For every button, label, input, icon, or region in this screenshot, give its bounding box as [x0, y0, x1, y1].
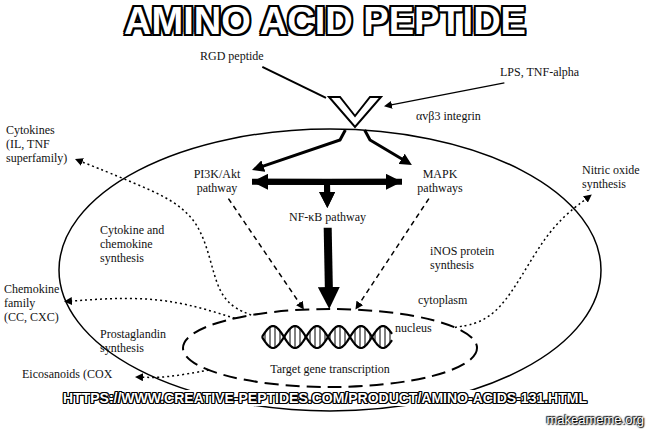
node-label: MAPK pathways	[405, 168, 475, 196]
process-label: Prostaglandin synthesis	[100, 328, 178, 356]
pathway-label: NF-κB pathway	[280, 211, 375, 225]
dna-rung	[325, 332, 326, 341]
caption-row: HTTPS://WWW.CREATIVE-PEPTIDES.COM/PRODUC…	[0, 389, 650, 407]
signal-arrow	[327, 182, 402, 199]
product-label: Cytokines (IL, TNF superfamily)	[6, 124, 72, 165]
dna-rung	[275, 326, 276, 347]
dna-rung	[340, 326, 341, 348]
dna-rung	[290, 329, 291, 346]
dna-rung	[285, 335, 286, 338]
pathway-label: MAPK pathways	[405, 168, 475, 196]
stimulus-label: LPS, TNF-alpha	[500, 66, 610, 80]
process-label: iNOS protein synthesis	[430, 245, 505, 273]
dna-rung	[310, 331, 311, 343]
pathway-label: PI3K/Akt pathway	[185, 168, 249, 196]
process-label: Target gene transcription	[182, 363, 478, 377]
meme-caption: HTTPS://WWW.CREATIVE-PEPTIDES.COM/PRODUC…	[59, 390, 591, 406]
dna-rung	[385, 326, 386, 347]
node-label: LPS, TNF-alpha	[500, 66, 610, 80]
meme-title: AMINO ACID PEPTIDE	[0, 2, 650, 40]
watermark: makeameme.org	[546, 412, 644, 428]
node-label: RGD peptide	[200, 50, 284, 64]
product-label: Eicosanoids (COX	[22, 368, 132, 382]
node-label: Eicosanoids (COX	[22, 368, 132, 382]
dna-rung	[380, 327, 381, 347]
integrin-receptor-shape	[328, 96, 382, 128]
node-label: iNOS protein synthesis	[430, 245, 505, 273]
cell-outline: cytoplasm PI3K/Akt pathway MAPK pathwaysNF…	[58, 128, 602, 412]
node-label: Cytokines (IL, TNF superfamily)	[6, 124, 72, 165]
dna-rung	[295, 326, 296, 348]
receptor-outline	[329, 97, 381, 127]
dna-rung	[365, 328, 366, 347]
node-label: Nitric oxide synthesis	[582, 164, 646, 192]
signal-arrow-dashed	[69, 298, 235, 318]
dna-rung	[390, 331, 391, 343]
signal-arrow-dashed	[79, 161, 251, 315]
watermark-text: makeameme.org	[546, 412, 644, 427]
dna-strand	[262, 326, 392, 348]
dna-rung	[265, 332, 266, 341]
ligand-label: RGD peptide	[200, 50, 284, 64]
dna-rung	[375, 332, 376, 341]
signal-arrow-dashed	[358, 199, 429, 306]
dna-rung	[355, 330, 356, 344]
membrane-outline	[59, 129, 601, 411]
dna-rung	[315, 326, 316, 347]
dna-helix	[262, 326, 392, 348]
dna-rung	[335, 328, 336, 347]
node-label: Cytokine and chemokine synthesis	[100, 224, 185, 265]
signal-arrow	[252, 182, 327, 199]
dna-rung	[370, 334, 371, 340]
dna-rung	[270, 327, 271, 347]
signal-arrow	[365, 130, 406, 161]
dna-strand	[262, 326, 392, 348]
product-label: Nitric oxide synthesis	[582, 164, 646, 192]
node-label: αvβ3 integrin	[416, 110, 481, 124]
dna-rung	[300, 329, 301, 346]
signal-arrow	[262, 67, 326, 98]
dna-rung	[345, 330, 346, 344]
node-label: cytoplasm	[418, 294, 467, 308]
signal-arrow-dashed	[455, 197, 588, 327]
dna-rung	[360, 326, 361, 348]
nucleus-outline: nucleusTarget gene transcription	[182, 308, 478, 388]
node-label: NF-κB pathway	[280, 211, 375, 225]
node-label: Chemokine family (CC, CXC)	[4, 283, 61, 324]
node-label: nucleus	[395, 322, 432, 336]
signal-arrow	[389, 83, 505, 106]
dna-rung	[305, 335, 306, 338]
signal-arrow	[259, 130, 346, 168]
receptor-shape: αvβ3 integrin	[328, 96, 382, 128]
dna-rung	[330, 334, 331, 340]
dna-rung	[280, 331, 281, 343]
signal-arrow	[328, 228, 329, 296]
membrane-outline	[183, 309, 477, 387]
node-label: Prostaglandin synthesis	[100, 328, 178, 356]
product-label: Chemokine family (CC, CXC)	[4, 283, 61, 324]
node-label: PI3K/Akt pathway	[185, 168, 249, 196]
process-label: Cytokine and chemokine synthesis	[100, 224, 185, 265]
dna-rung	[320, 327, 321, 347]
